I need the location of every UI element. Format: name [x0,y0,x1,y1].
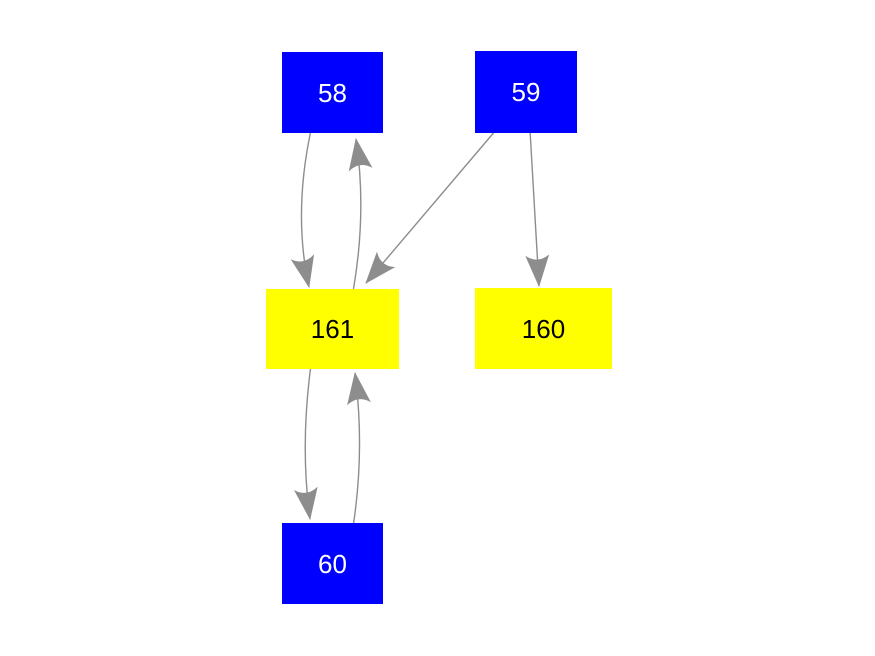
node-label: 60 [318,548,347,579]
node-59[interactable]: 59 [475,51,577,133]
edge-161-to-60 [293,364,318,520]
edge-161-to-58 [348,138,373,293]
node-161[interactable]: 161 [266,289,399,369]
node-60[interactable]: 60 [282,523,383,604]
edge-59-to-161 [365,129,497,284]
node-label: 59 [511,77,541,107]
node-label: 58 [318,77,347,108]
edge-60-to-161 [347,372,371,528]
edge-59-to-160 [525,129,550,287]
node-58[interactable]: 58 [282,52,383,133]
node-label: 161 [310,314,355,344]
edge-58-to-161 [290,129,315,288]
node-label: 160 [521,313,566,344]
node-160[interactable]: 160 [475,288,612,369]
